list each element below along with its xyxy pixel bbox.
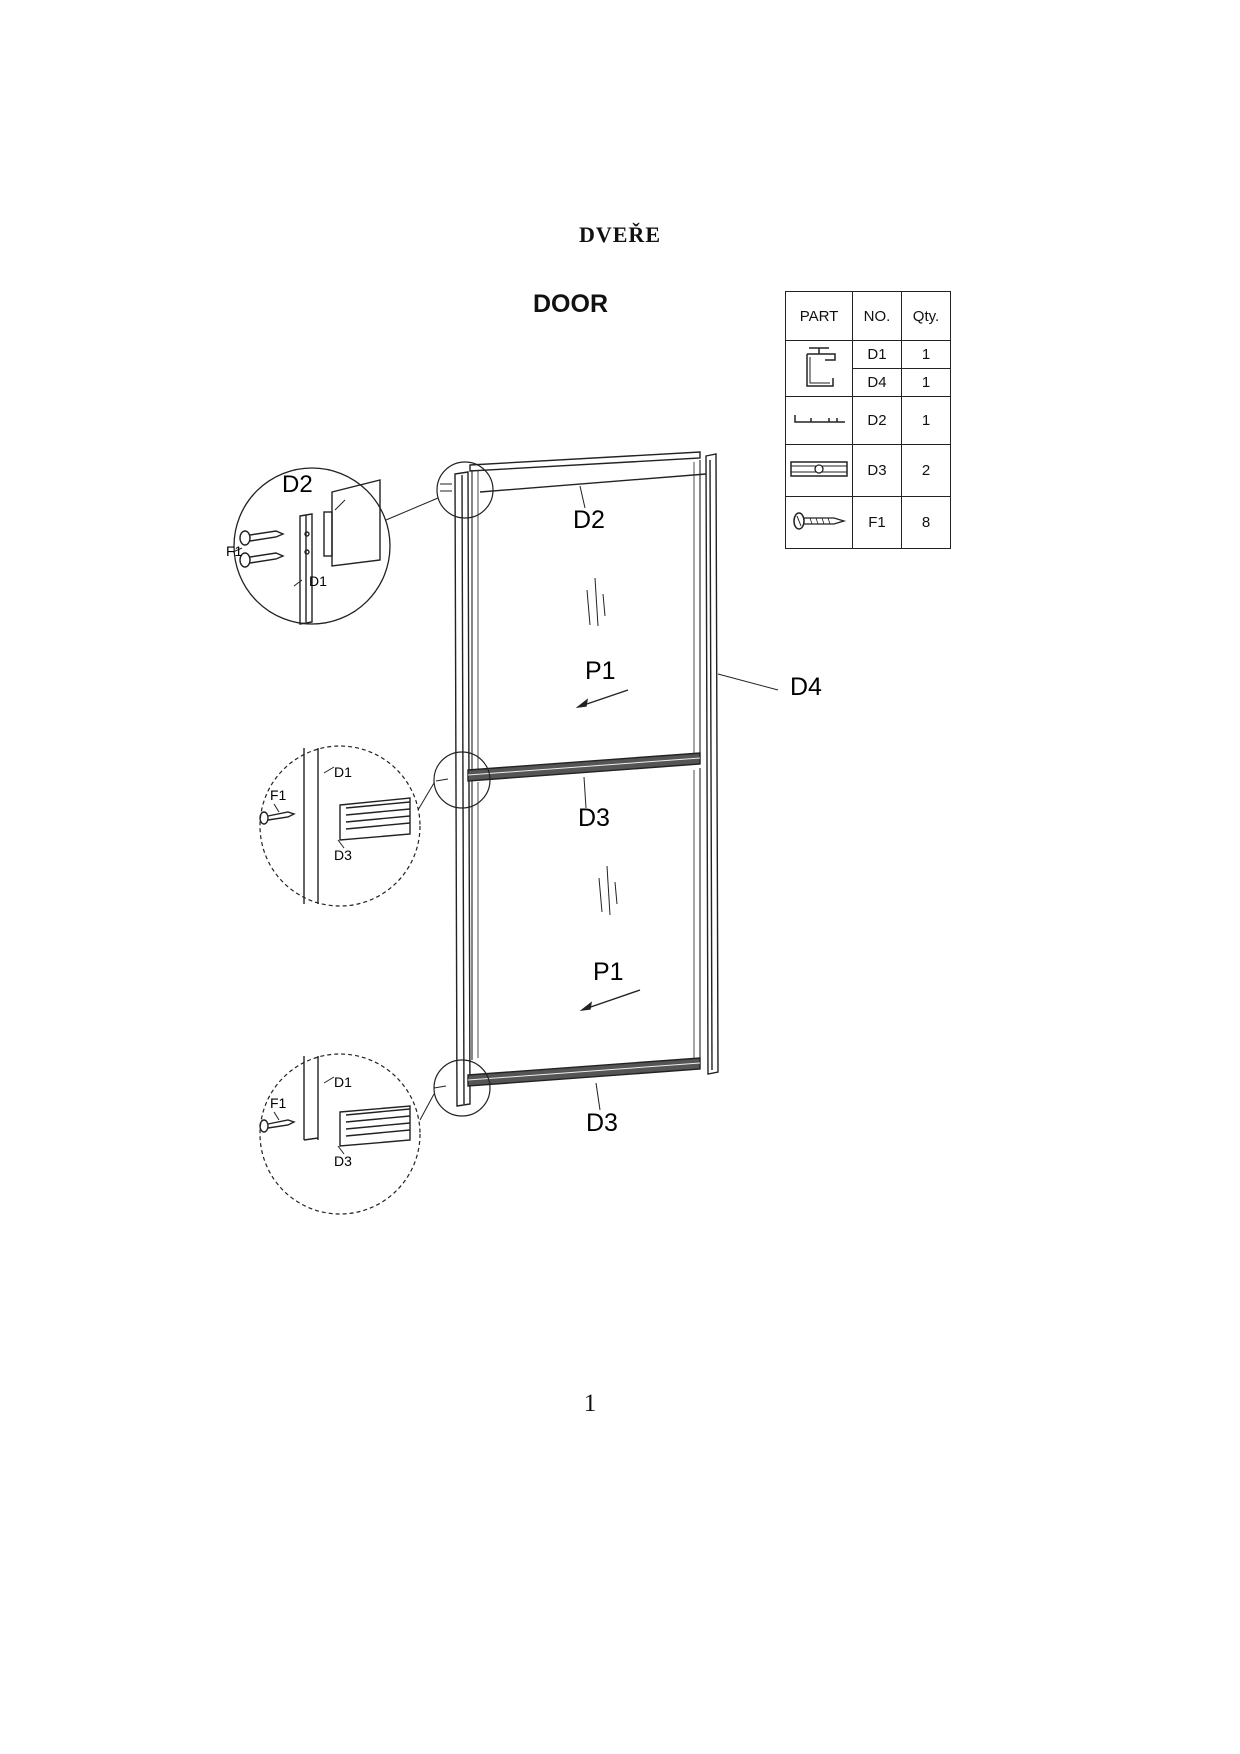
top-rail-profile-icon (785, 396, 853, 445)
part-no: D4 (852, 368, 902, 397)
glass-panel-lower (471, 768, 701, 1060)
detail-top-label-f1: F1 (226, 543, 243, 559)
label-d3-middle: D3 (578, 804, 610, 832)
bottom-rail-d3 (467, 1057, 701, 1087)
col-header-qty: Qty. (901, 291, 951, 341)
parts-table: PART NO. Qty. D1 1 D4 1 D2 1 (785, 291, 951, 549)
label-d4: D4 (790, 673, 822, 701)
direction-arrow-upper (575, 689, 629, 709)
part-qty: 2 (901, 444, 951, 497)
middle-rail-d3 (467, 752, 701, 782)
label-d2: D2 (573, 506, 605, 534)
callout-circle-bottom (433, 1059, 491, 1117)
detail-top (232, 467, 391, 625)
screw-icon (785, 496, 853, 549)
label-d3-bottom: D3 (586, 1109, 618, 1137)
table-row: F1 8 (785, 496, 951, 549)
part-no: D2 (852, 396, 902, 445)
upright-d4 (705, 453, 719, 1075)
middle-rail-profile-icon (785, 444, 853, 497)
screw-marks (433, 483, 452, 1089)
detail-bottom (259, 1053, 421, 1215)
page-title-czech: DVEŘE (578, 222, 661, 247)
part-qty: 1 (901, 340, 951, 369)
detail-top-label-d1: D1 (309, 573, 327, 589)
screw-icon (239, 530, 285, 546)
detail-bottom-label-d1: D1 (334, 1074, 352, 1090)
detail-top-label-d2: D2 (282, 471, 313, 498)
part-qty: 8 (901, 496, 951, 549)
part-no: D3 (852, 444, 902, 497)
table-row: D4 1 (786, 368, 951, 397)
col-header-part: PART (785, 291, 853, 341)
part-no: F1 (852, 496, 902, 549)
part-qty: 1 (901, 396, 951, 445)
direction-arrow-lower (579, 989, 641, 1012)
section-title-door: DOOR (533, 290, 608, 318)
detail-middle (259, 745, 421, 907)
page-number: 1 (583, 1390, 597, 1417)
part-no: D1 (852, 340, 902, 369)
screw-icon (259, 1119, 296, 1133)
detail-middle-label-d3: D3 (334, 847, 352, 863)
callout-circle-middle (433, 751, 491, 809)
table-row: D3 2 (785, 444, 951, 497)
label-p1-upper: P1 (585, 657, 616, 685)
glass-reflection-marks (586, 577, 618, 916)
glass-panel-upper (471, 460, 701, 771)
screw-icon (259, 811, 296, 825)
label-p1-lower: P1 (593, 958, 624, 986)
parts-table-header: PART NO. Qty. (785, 291, 951, 341)
detail-bottom-label-d3: D3 (334, 1153, 352, 1169)
detail-middle-label-d1: D1 (334, 764, 352, 780)
upright-d1 (454, 471, 471, 1107)
detail-bottom-label-f1: F1 (270, 1095, 287, 1111)
top-rail-d2 (469, 451, 707, 493)
callout-circle-top (436, 461, 494, 519)
table-row: D2 1 (785, 396, 951, 445)
screw-icon (239, 552, 285, 568)
detail-middle-label-f1: F1 (270, 787, 287, 803)
